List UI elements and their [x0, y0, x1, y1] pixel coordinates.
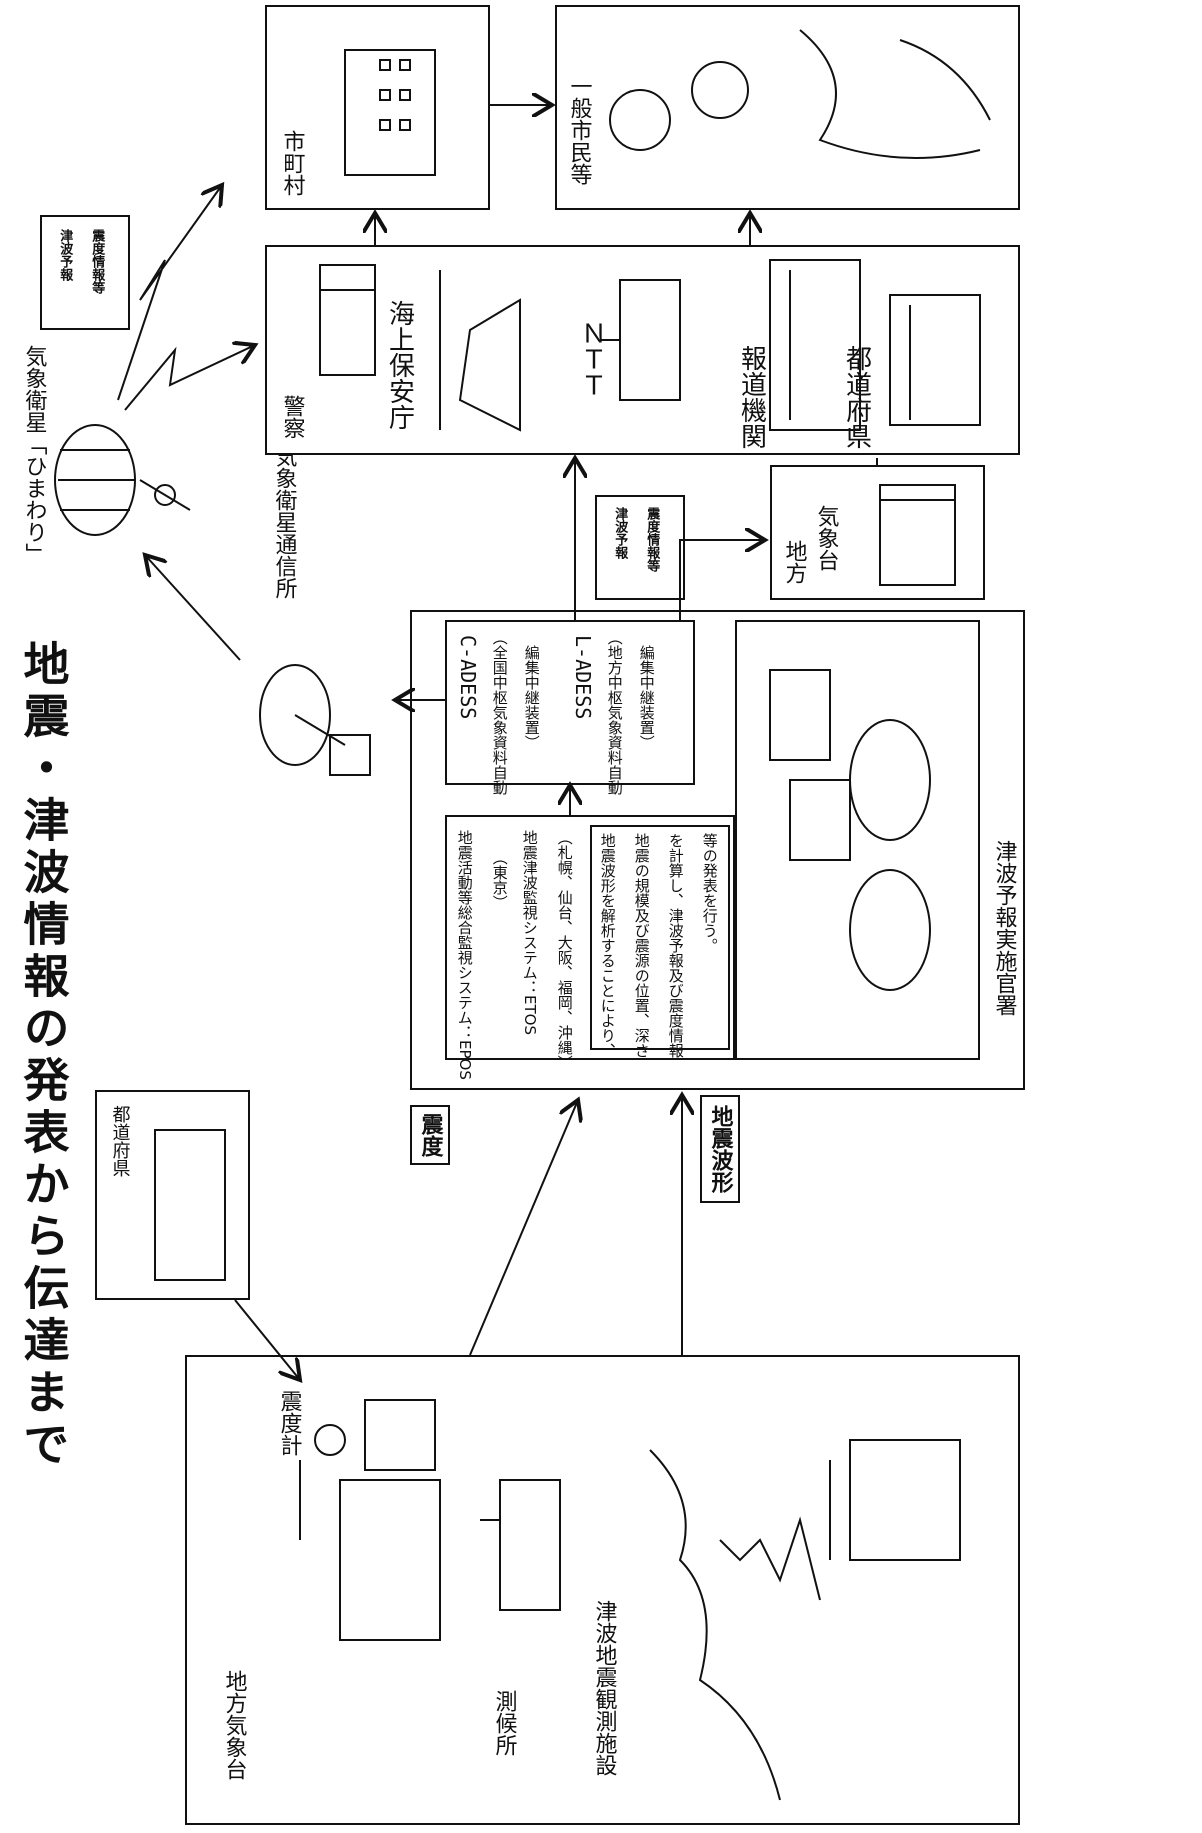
prefecture-agency-label: 都道府県: [841, 345, 872, 449]
cadess-title: C-ADESS: [456, 635, 480, 720]
epos-box: [445, 815, 735, 1060]
info-col1-satellite: 津波予報: [57, 229, 73, 281]
prefecture-left-label: 都道府県: [109, 1105, 131, 1177]
cadess-line1: （全国中枢気象資料自動: [490, 630, 509, 795]
etos-line1: 地震津波監視システム：ETOS: [520, 830, 539, 1035]
media-label: 報道機関: [736, 345, 767, 449]
ntt-label: ＮＴＴ: [576, 320, 607, 398]
ladess-line1: （地方中枢気象資料自動: [605, 630, 624, 795]
arrow-prefecture-to-obs: [234, 1299, 300, 1380]
tsunami-facility-label: 津波地震観測施設: [591, 1600, 617, 1776]
japan-map: [649, 1449, 821, 1801]
operators-illustration: [769, 669, 931, 991]
regional-observatory-box: [770, 465, 985, 600]
satellite-zigzag-municipality: [117, 185, 222, 401]
office-bottom-label: 津波予報実施官署: [991, 840, 1017, 1016]
dish-antenna-illustration: [259, 664, 371, 776]
police-building: [319, 264, 376, 376]
desc-line4: 等の発表を行う。: [700, 833, 719, 953]
info-col2-satellite: 震度情報等: [89, 229, 105, 294]
satellite-station-label: 気象衛星通信所: [271, 445, 297, 599]
municipality-building: [344, 49, 436, 176]
weather-station-label: 測候所: [491, 1690, 517, 1756]
info-label-center: 津波予報 震度情報等: [595, 495, 685, 600]
regional-obs-line1: 地方: [781, 540, 807, 584]
desc-line3: を計算し、津波予報及び震度情報: [666, 833, 685, 1058]
epos-line1: 地震活動等総合監視システム：EPOS: [455, 830, 474, 1080]
arrow-adess-to-regional: [679, 540, 765, 620]
intensity-tag: 震度: [410, 1105, 450, 1165]
epos-line2: （東京）: [490, 850, 509, 910]
seismometer-label: 震度計: [276, 1390, 302, 1456]
citizens-illustration: [609, 29, 991, 159]
satellite-zigzag-agencies: [124, 345, 255, 411]
prefecture-building: [889, 294, 981, 426]
regional-obs-line2: 気象台: [813, 505, 839, 571]
etos-line2: （札幌、仙台、大阪、福岡、沖縄）: [555, 830, 574, 1070]
desc-line2: 地震の規模及び震源の位置、深さ: [632, 833, 651, 1058]
ladess-line2: 編集中継装置）: [637, 645, 656, 750]
satellite-label: 気象衛星「ひまわり」: [21, 345, 47, 565]
prefecture-left-building: [154, 1129, 226, 1281]
media-building: [769, 259, 861, 431]
arrow-intensity: [469, 1100, 578, 1356]
info-col2-center: 震度情報等: [644, 507, 660, 572]
coast-guard-ship: [439, 270, 521, 432]
satellite-illustration: [54, 424, 191, 536]
info-col1-center: 津波予報: [612, 507, 628, 559]
operators-illustration-box: [735, 620, 980, 1060]
desc-line1: 地震波形を解析することにより、: [598, 833, 617, 1058]
observation-panel: [185, 1355, 1020, 1825]
local-observatory-label: 地方気象台: [221, 1670, 247, 1780]
local-obs-building: [299, 1460, 441, 1641]
police-label: 警察: [279, 395, 305, 439]
seismometer-device: [314, 1399, 436, 1471]
regional-obs-building: [879, 484, 956, 586]
municipality-label: 市町村: [279, 130, 305, 196]
citizens-label: 一般市民等: [566, 75, 592, 185]
citizens-box: [555, 5, 1020, 210]
epos-description-box: [590, 825, 730, 1050]
ladess-title: L-ADESS: [571, 635, 595, 720]
diagram-title: 地震・津波情報の発表から伝達まで: [16, 640, 71, 1472]
tsunami-forecast-office-panel: [410, 610, 1025, 1090]
arrow-station-to-satellite: [145, 555, 241, 661]
facility-building: [829, 1439, 961, 1561]
waveform-tag: 地震波形: [700, 1095, 740, 1203]
weather-station-building: [480, 1479, 561, 1611]
coast-guard-label: 海上保安庁: [384, 300, 415, 430]
ntt-tower: [600, 279, 681, 401]
info-label-satellite: 津波予報 震度情報等: [40, 215, 130, 330]
cadess-line2: 編集中継装置）: [522, 645, 541, 750]
